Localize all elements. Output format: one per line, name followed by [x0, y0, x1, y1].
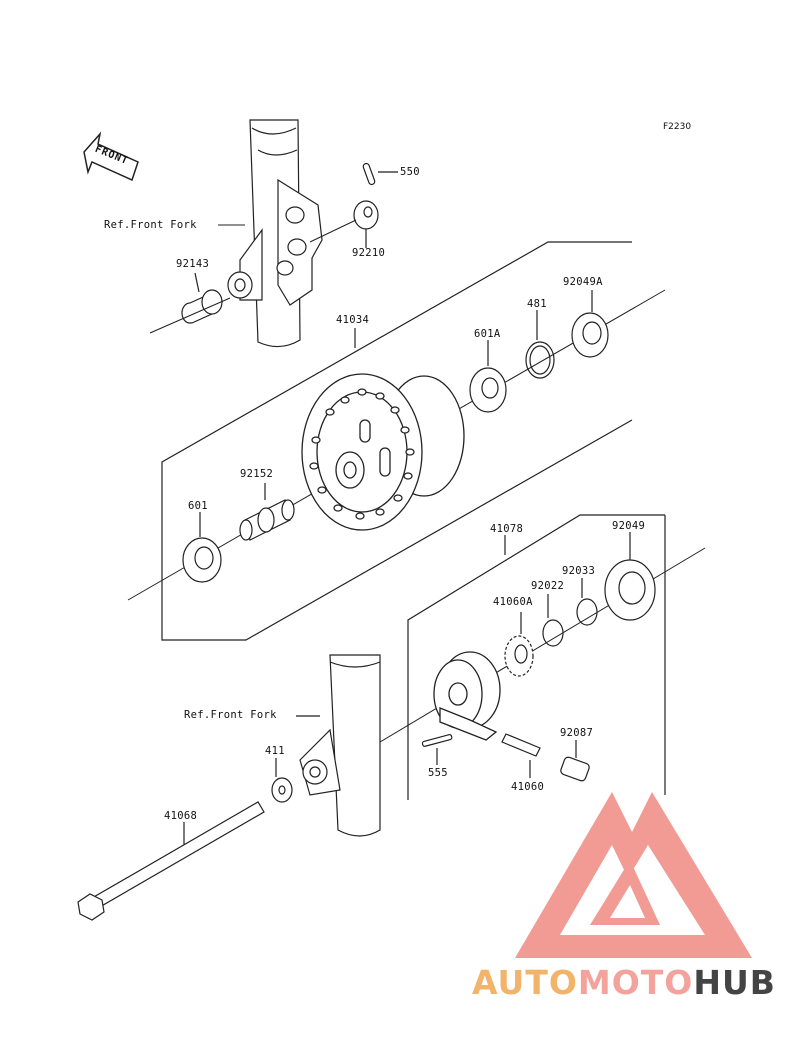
washer-411	[271, 758, 293, 803]
part-label-41060A: 41060A	[493, 596, 533, 608]
nut-92210	[309, 200, 379, 248]
spacer-92152	[239, 483, 295, 541]
speedometer-housing-41078	[433, 651, 501, 741]
part-label-41068: 41068	[164, 810, 198, 822]
ref-front-fork-upper: Ref.Front Fork	[104, 219, 197, 231]
front-arrow-icon	[83, 131, 139, 182]
lower-front-fork	[296, 654, 381, 837]
ref-front-fork-lower: Ref.Front Fork	[184, 709, 277, 721]
part-label-92143: 92143	[176, 258, 210, 270]
axle-41068	[77, 801, 265, 921]
brand-moto: MOTO	[577, 963, 694, 1002]
cotter-pin-550	[362, 162, 398, 186]
part-label-92049A: 92049A	[563, 276, 603, 288]
seal-92049A	[571, 290, 609, 358]
bushing-92087	[560, 740, 590, 782]
part-label-92210: 92210	[352, 247, 386, 259]
wheel-hub-41034	[301, 373, 465, 531]
part-label-41034: 41034	[336, 314, 370, 326]
part-label-601A: 601A	[474, 328, 501, 340]
part-label-41060: 41060	[511, 781, 545, 793]
collar-92143	[181, 272, 223, 324]
watermark-logo	[515, 792, 752, 958]
part-label-601: 601	[188, 500, 208, 512]
part-label-92049: 92049	[612, 520, 646, 532]
part-label-411: 411	[265, 745, 285, 757]
speedometer-gear-frame	[407, 514, 666, 800]
circlip-92033	[576, 578, 598, 626]
diagram-code: F2230	[663, 122, 692, 132]
brand-auto: AUTO	[472, 963, 578, 1002]
watermark-brand: AUTOMOTOHUB	[472, 963, 776, 1002]
seal-92049	[604, 532, 656, 621]
pinion-41060	[501, 733, 541, 778]
bearing-601	[182, 512, 222, 583]
circlip-481	[525, 310, 555, 379]
pin-555	[421, 734, 453, 765]
part-label-92033: 92033	[562, 565, 596, 577]
hub-assembly-frame	[161, 241, 633, 641]
part-label-550: 550	[400, 166, 420, 178]
part-label-41078: 41078	[490, 523, 524, 535]
brand-hub: HUB	[693, 963, 776, 1002]
part-label-481: 481	[527, 298, 547, 310]
washer-92022	[542, 594, 564, 647]
bearing-601A	[469, 340, 507, 413]
gear-41060A	[504, 612, 534, 677]
part-label-92152: 92152	[240, 468, 274, 480]
upper-front-fork	[227, 119, 323, 348]
part-label-92087: 92087	[560, 727, 594, 739]
part-label-555: 555	[428, 767, 448, 779]
part-label-92022: 92022	[531, 580, 565, 592]
